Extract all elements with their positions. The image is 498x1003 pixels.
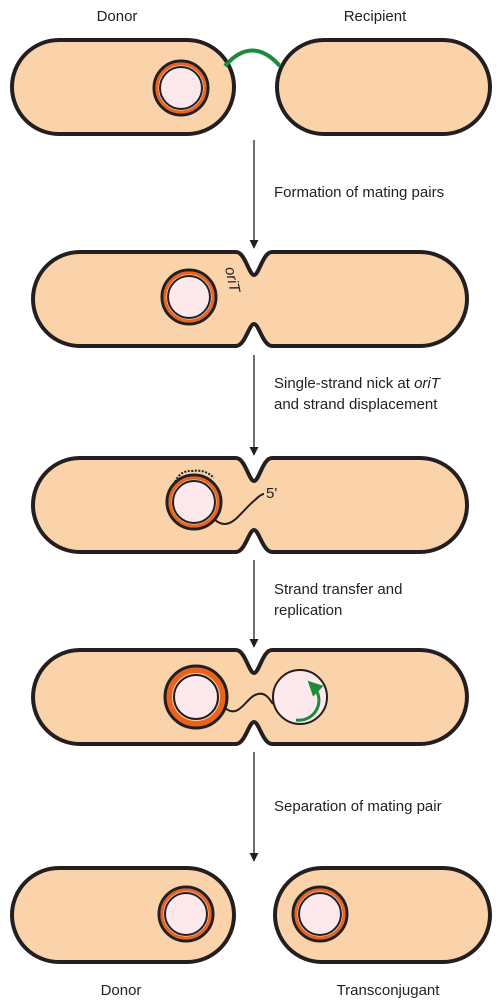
transconjugant-label: Transconjugant: [337, 982, 441, 999]
donor-label-bottom: Donor: [101, 982, 142, 999]
five-prime-label: 5': [266, 485, 277, 502]
recipient-cell: [277, 40, 490, 134]
plasmid: [293, 887, 347, 941]
mating-pair-cell: [33, 650, 467, 744]
plasmid: [159, 887, 213, 941]
step-1-text: Formation of mating pairs: [274, 184, 444, 201]
recipient-plasmid: [273, 670, 327, 724]
step-2-text-line2: and strand displacement: [274, 396, 438, 413]
step-3-text-line2: replication: [274, 602, 342, 619]
step-3-text-line1: Strand transfer and: [274, 581, 402, 598]
plasmid: [154, 61, 208, 115]
stage-1: [12, 40, 490, 134]
mating-pair-cell: [33, 252, 467, 346]
stage-5: [12, 868, 490, 962]
stage-4: [33, 650, 467, 744]
stage-3: 5': [33, 458, 467, 552]
recipient-label: Recipient: [344, 8, 407, 25]
stage-2: oriT: [33, 252, 467, 346]
step-2-text-line1: Single-strand nick at oriT: [274, 375, 442, 392]
plasmid: [162, 270, 216, 324]
donor-plasmid: [165, 666, 227, 728]
step-4-text: Separation of mating pair: [274, 798, 442, 815]
donor-label-top: Donor: [97, 8, 138, 25]
pilus: [225, 51, 280, 67]
